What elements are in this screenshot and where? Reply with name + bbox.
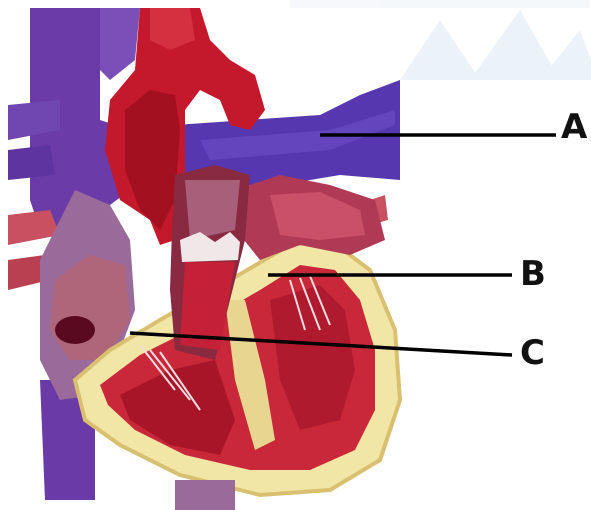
label-b: B	[520, 257, 546, 291]
label-c: C	[520, 336, 545, 370]
watermark-shapes	[290, 0, 591, 80]
label-a: A	[561, 110, 587, 144]
inferior-vessels	[175, 480, 235, 510]
